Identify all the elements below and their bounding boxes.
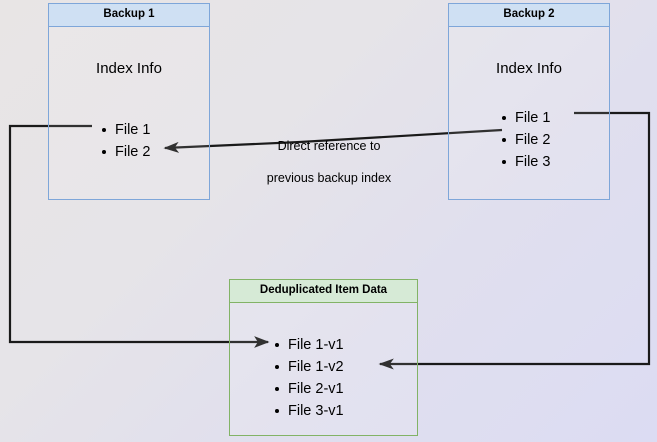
list-item: File 3-v1 <box>274 400 344 422</box>
list-item: File 1 <box>101 119 150 141</box>
list-item: File 1 <box>501 107 550 129</box>
list-item: File 1-v1 <box>274 334 344 356</box>
backup-1-box[interactable]: Backup 1 Index Info File 1 File 2 <box>48 3 210 200</box>
direct-reference-annotation: Direct reference to previous backup inde… <box>248 122 410 202</box>
list-item: File 3 <box>501 151 550 173</box>
backup-2-header: Backup 2 <box>449 4 609 27</box>
deduplicated-file-list: File 1-v1 File 1-v2 File 2-v1 File 3-v1 <box>274 334 344 422</box>
edge-backup2-to-dedup <box>378 111 651 370</box>
backup-1-header: Backup 1 <box>49 4 209 27</box>
annotation-line-1: Direct reference to <box>277 139 381 153</box>
backup-2-index-label: Index Info <box>496 60 562 77</box>
backup-2-file-list: File 1 File 2 File 3 <box>501 107 550 173</box>
backup-1-index-label: Index Info <box>96 60 162 77</box>
list-item: File 2-v1 <box>274 378 344 400</box>
list-item: File 1-v2 <box>274 356 344 378</box>
deduplicated-item-data-header: Deduplicated Item Data <box>230 280 417 303</box>
list-item: File 2 <box>101 141 150 163</box>
edge-backup1-to-dedup <box>8 124 270 348</box>
deduplicated-item-data-body: File 1-v1 File 1-v2 File 2-v1 File 3-v1 <box>230 303 417 435</box>
backup-2-box[interactable]: Backup 2 Index Info File 1 File 2 File 3 <box>448 3 610 200</box>
edge-backup2-to-backup1-index <box>163 128 503 153</box>
backup-1-file-list: File 1 File 2 <box>101 119 150 163</box>
annotation-line-2: previous backup index <box>266 171 392 185</box>
deduplicated-item-data-box[interactable]: Deduplicated Item Data File 1-v1 File 1-… <box>229 279 418 436</box>
backup-2-body: Index Info File 1 File 2 File 3 <box>449 27 609 199</box>
list-item: File 2 <box>501 129 550 151</box>
backup-1-body: Index Info File 1 File 2 <box>49 27 209 199</box>
